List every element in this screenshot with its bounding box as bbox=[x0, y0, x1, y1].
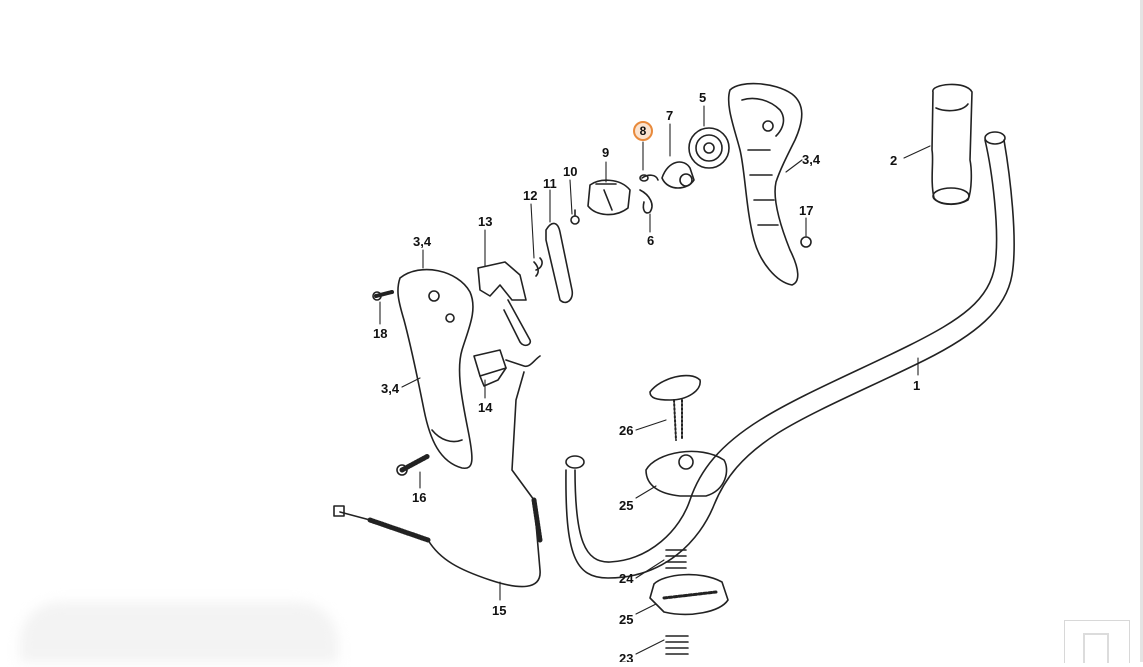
screws bbox=[372, 236, 812, 476]
callout-7[interactable]: 7 bbox=[666, 108, 674, 123]
corner-widget[interactable] bbox=[1064, 620, 1130, 663]
rubber-grip bbox=[931, 83, 973, 206]
callout-26[interactable]: 26 bbox=[619, 423, 634, 438]
callout-5[interactable]: 5 bbox=[699, 90, 707, 105]
callout-3-4-right[interactable]: 3,4 bbox=[802, 152, 821, 167]
callout-25-bottom[interactable]: 25 bbox=[619, 612, 634, 627]
cable-lever-parts bbox=[639, 161, 695, 214]
leader-lines bbox=[379, 105, 931, 655]
callout-13[interactable]: 13 bbox=[478, 214, 493, 229]
handlebar-tube bbox=[565, 131, 1015, 579]
callout-3-4-left-bottom[interactable]: 3,4 bbox=[381, 381, 400, 396]
callout-15[interactable]: 15 bbox=[492, 603, 507, 618]
callout-11[interactable]: 11 bbox=[543, 176, 557, 191]
callout-14[interactable]: 14 bbox=[478, 400, 493, 415]
callout-6[interactable]: 6 bbox=[647, 233, 655, 248]
callout-25-top[interactable]: 25 bbox=[619, 498, 634, 513]
pulley-wheel bbox=[688, 127, 730, 169]
callout-18[interactable]: 18 bbox=[373, 326, 388, 341]
scrollbar-edge bbox=[1140, 0, 1143, 662]
callout-9[interactable]: 9 bbox=[602, 145, 610, 160]
corner-widget-icon bbox=[1083, 633, 1109, 663]
callout-2[interactable]: 2 bbox=[890, 153, 898, 168]
callout-23[interactable]: 23 bbox=[619, 652, 634, 662]
springs bbox=[665, 549, 689, 655]
callout-3-4-left-top[interactable]: 3,4 bbox=[413, 234, 432, 249]
throttle-lever bbox=[533, 222, 574, 304]
callout-12[interactable]: 12 bbox=[523, 188, 538, 203]
throttle-bracket bbox=[570, 179, 631, 225]
throttle-cable bbox=[333, 371, 543, 588]
switch-slider bbox=[477, 261, 532, 347]
right-handle-housing bbox=[727, 82, 803, 286]
left-handle-housing bbox=[397, 268, 474, 469]
callout-8-selected[interactable]: 8 bbox=[633, 121, 653, 141]
callout-10[interactable]: 10 bbox=[563, 164, 578, 179]
connector-block bbox=[473, 349, 541, 387]
callout-17[interactable]: 17 bbox=[799, 203, 814, 218]
callout-24[interactable]: 24 bbox=[619, 571, 634, 586]
blurred-overlay bbox=[20, 602, 338, 662]
callout-16[interactable]: 16 bbox=[412, 490, 427, 505]
callout-1[interactable]: 1 bbox=[913, 378, 921, 393]
clamp-and-knob bbox=[645, 374, 729, 616]
